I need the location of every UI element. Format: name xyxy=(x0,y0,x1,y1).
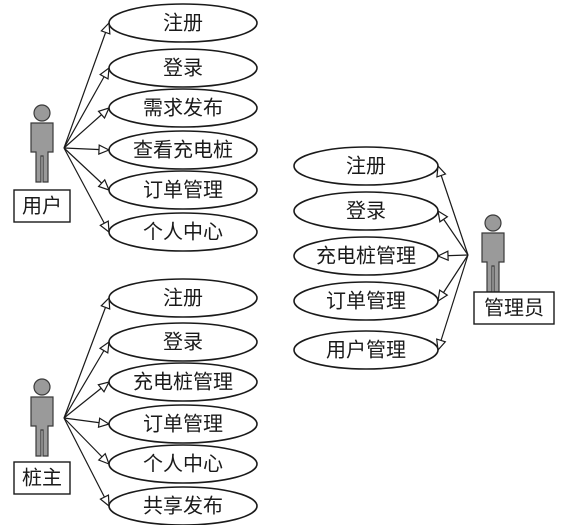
admin-use-case: 注册 xyxy=(293,146,439,186)
user-arrowhead-icon xyxy=(97,107,111,120)
use-case-ellipse xyxy=(108,278,258,318)
admin-use-case: 登录 xyxy=(293,191,439,231)
pile-owner-association-line xyxy=(63,341,110,419)
use-case-ellipse xyxy=(293,330,439,370)
use-case-ellipse xyxy=(108,48,258,88)
admin-use-case: 订单管理 xyxy=(293,281,439,321)
use-case-label: 查看充电桩 xyxy=(133,138,233,162)
user-use-case: 订单管理 xyxy=(108,170,258,210)
pile-owner-use-case: 订单管理 xyxy=(108,404,258,444)
use-case-ellipse xyxy=(108,486,258,525)
pile-owner-arrowhead-icon xyxy=(97,452,111,466)
user-figure-icon xyxy=(30,104,54,183)
use-case-ellipse xyxy=(108,130,258,170)
admin-actor-box xyxy=(473,291,555,325)
user-use-case: 个人中心 xyxy=(108,212,258,252)
use-case-ellipse xyxy=(108,88,258,128)
use-case-label: 订单管理 xyxy=(143,178,223,202)
use-case-label: 注册 xyxy=(163,11,203,35)
user-use-case: 需求发布 xyxy=(108,88,258,128)
pile-owner-arrowhead-icon xyxy=(98,340,110,354)
pile-owner-association-line xyxy=(63,417,110,507)
admin-use-case: 用户管理 xyxy=(293,330,439,370)
use-case-label: 登录 xyxy=(163,330,203,354)
admin-use-case: 充电桩管理 xyxy=(293,236,439,276)
use-case-label: 需求发布 xyxy=(143,96,223,120)
user-association-line xyxy=(63,22,110,149)
user-arrowhead-icon xyxy=(97,178,111,191)
use-case-label: 充电桩管理 xyxy=(316,244,416,268)
use-case-ellipse xyxy=(108,444,258,484)
pile-owner-figure-icon xyxy=(30,378,54,457)
admin-arrowhead-icon xyxy=(437,289,449,303)
user-actor-box xyxy=(13,189,71,223)
use-case-label: 个人中心 xyxy=(143,220,223,244)
admin-arrowhead-icon xyxy=(437,209,449,223)
use-case-ellipse xyxy=(108,322,258,362)
use-case-ellipse xyxy=(293,191,439,231)
use-case-ellipse xyxy=(293,236,439,276)
pile-owner-actor-box xyxy=(13,461,71,495)
use-case-label: 充电桩管理 xyxy=(133,370,233,394)
use-case-ellipse xyxy=(108,404,258,444)
use-case-label: 注册 xyxy=(346,154,386,178)
user-actor-label: 用户 xyxy=(22,194,62,218)
pile-owner-arrowhead-icon xyxy=(99,494,110,508)
user-association-line xyxy=(63,147,110,233)
pile-owner-use-case: 充电桩管理 xyxy=(108,362,258,402)
use-case-label: 共享发布 xyxy=(143,494,223,518)
pile-owner-association-line xyxy=(63,417,110,465)
user-arrowhead-icon xyxy=(99,66,110,80)
use-case-ellipse xyxy=(293,281,439,321)
admin-arrowhead-icon xyxy=(436,338,447,352)
use-case-label: 登录 xyxy=(163,56,203,80)
pile-owner-use-case: 注册 xyxy=(108,278,258,318)
use-case-label: 订单管理 xyxy=(143,412,223,436)
pile-owner-actor-label: 桩主 xyxy=(22,466,62,490)
admin-arrowhead-icon xyxy=(436,250,449,262)
use-case-ellipse xyxy=(108,170,258,210)
use-case-ellipse xyxy=(108,212,258,252)
user-association-line xyxy=(63,67,110,149)
user-arrowhead-icon xyxy=(99,220,110,234)
pile-owner-use-case: 登录 xyxy=(108,322,258,362)
pile-owner-use-case: 共享发布 xyxy=(108,486,258,525)
admin-figure-icon xyxy=(481,214,505,293)
use-case-ellipse xyxy=(108,362,258,402)
pile-owner-arrowhead-icon xyxy=(97,417,111,428)
pile-owner-arrowhead-icon xyxy=(100,296,111,310)
pile-owner-arrowhead-icon xyxy=(97,381,111,393)
use-case-label: 订单管理 xyxy=(326,289,406,313)
use-case-label: 个人中心 xyxy=(143,452,223,476)
user-arrowhead-icon xyxy=(98,144,111,155)
use-case-label: 登录 xyxy=(346,199,386,223)
user-use-case: 注册 xyxy=(108,3,258,43)
pile-owner-use-case: 个人中心 xyxy=(108,444,258,484)
pile-owner-association-line xyxy=(63,297,110,419)
use-case-label: 用户管理 xyxy=(326,338,406,362)
user-use-case: 登录 xyxy=(108,48,258,88)
user-arrowhead-icon xyxy=(100,21,111,35)
admin-association-line xyxy=(437,165,469,256)
user-use-case: 查看充电桩 xyxy=(108,130,258,170)
admin-arrowhead-icon xyxy=(436,164,447,178)
use-case-label: 注册 xyxy=(163,286,203,310)
admin-association-line xyxy=(437,254,469,351)
use-case-ellipse xyxy=(293,146,439,186)
use-case-ellipse xyxy=(108,3,258,43)
admin-actor-label: 管理员 xyxy=(484,296,544,320)
